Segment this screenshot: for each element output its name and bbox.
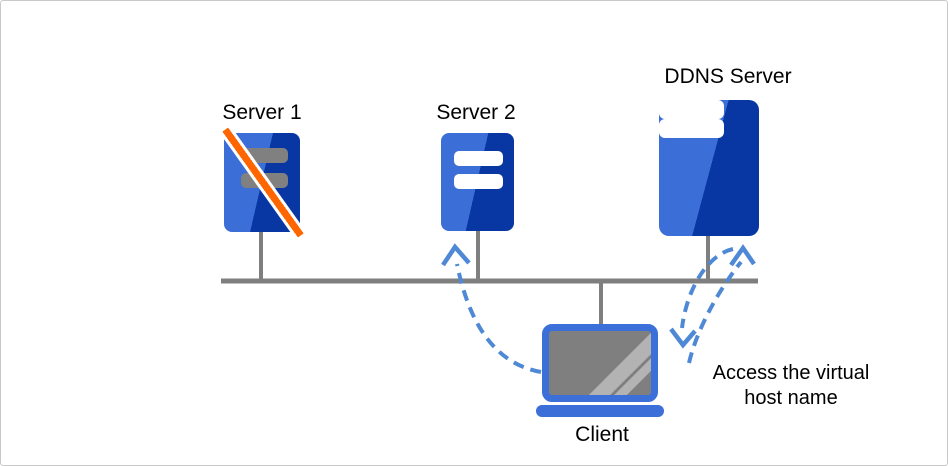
server-slot-icon [454, 174, 503, 189]
client-laptop-base [536, 405, 664, 417]
server-slot-icon [454, 151, 503, 166]
arrowhead-up-server2-icon [441, 243, 471, 267]
arrowhead-up-ddns-icon [729, 244, 756, 267]
arrow-ddns-to-client [680, 247, 734, 329]
annotation-line2: host name [744, 387, 838, 409]
client-laptop-icon [542, 324, 658, 402]
ddns-server-label: DDNS Server [664, 65, 792, 88]
ddns-server-icon [659, 100, 759, 236]
arrow-client-to-server2 [455, 263, 542, 374]
arrowhead-down-client-icon [669, 327, 697, 349]
server1-icon [219, 125, 307, 240]
server-slot-icon [659, 119, 724, 138]
client-label: Client [575, 423, 629, 446]
server-slot-icon [659, 100, 724, 119]
server2-icon [441, 133, 514, 231]
access-virtual-hostname-annotation: Access the virtual host name [713, 361, 870, 411]
offline-slash-icon [219, 125, 307, 240]
annotation-line1: Access the virtual [712, 362, 870, 384]
server2-label: Server 2 [436, 101, 516, 124]
server1-label: Server 1 [222, 101, 302, 124]
arrow-client-to-ddns [687, 260, 743, 364]
